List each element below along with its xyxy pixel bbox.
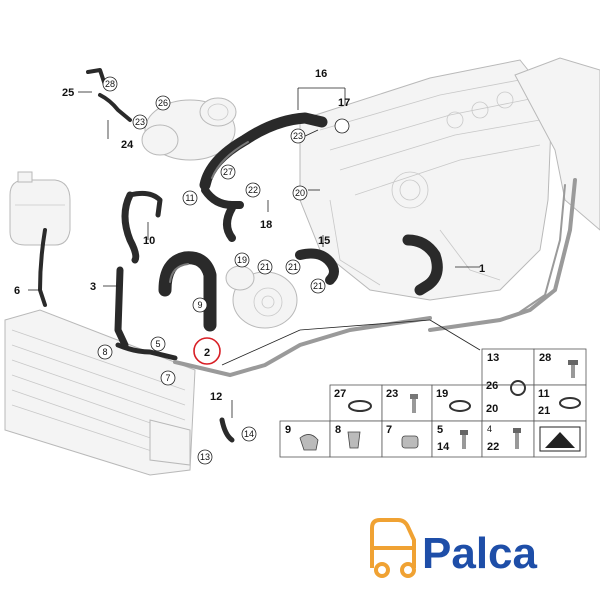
body-frame-right [428,57,600,332]
callout-23-turbo: 23 [135,117,145,127]
callout-13: 13 [200,452,210,462]
expansion-tank [9,171,71,246]
highlighted-part-2[interactable]: 2 [193,337,221,365]
callout-8: 8 [102,347,107,357]
spring-clamp-icon [559,397,581,409]
callout-28: 28 [105,79,115,89]
highlighted-part-label: 2 [204,347,210,359]
legend-7: 7 [386,424,392,436]
radiator [4,309,196,476]
callout-14: 14 [244,429,254,439]
callout-19: 19 [237,255,247,265]
legend-9: 9 [285,424,291,436]
callout-26: 26 [158,98,168,108]
callout-5: 5 [155,339,160,349]
callout-27: 27 [223,167,233,177]
legend-5: 5 [437,424,443,436]
engine-block [299,59,553,301]
callout-9: 9 [197,300,202,310]
water-pump [225,265,298,329]
legend-22: 22 [487,441,499,453]
legend-26: 26 [486,380,498,392]
plug-icon [347,431,361,449]
part-label-24: 24 [121,139,134,151]
screw-icon [568,360,578,378]
part-label-10: 10 [143,235,155,247]
part-label-15: 15 [318,235,330,247]
legend-11: 11 [538,388,550,400]
callout-22: 22 [248,185,258,195]
clip-icon [299,434,319,451]
palca-logo: Palca [370,518,538,578]
legend-28: 28 [539,352,551,364]
legend-23: 23 [386,388,398,400]
seal-ring-icon [510,380,526,396]
hose-clamp-icon [348,400,372,412]
tow-truck-icon [370,518,416,578]
turbocharger [141,97,237,161]
arrow-box-icon [539,426,581,452]
hoses [38,68,443,443]
part-label-18: 18 [260,219,272,231]
bolt-icon [410,394,418,413]
legend-8: 8 [335,424,341,436]
callout-21-a: 21 [260,262,270,272]
part-label-6: 6 [14,285,20,297]
legend-21: 21 [538,405,550,417]
callout-23: 23 [293,131,303,141]
part-label-3: 3 [90,281,96,293]
part-label-25: 25 [62,87,74,99]
part-label-1: 1 [479,263,485,275]
part-label-16: 16 [315,68,327,80]
legend-20: 20 [486,403,498,415]
legend-13: 13 [487,352,499,364]
callout-11: 11 [185,193,194,203]
legend-grid: 13 28 26 20 11 21 27 23 19 9 8 7 5 14 4 … [279,348,587,458]
callout-20: 20 [295,188,305,198]
legend-4: 4 [487,424,492,434]
logo-text: Palca [422,529,538,578]
part-label-12: 12 [210,391,222,403]
legend-19: 19 [436,388,448,400]
cap-icon [401,435,419,449]
part-label-17: 17 [338,97,350,109]
callout-21-c: 21 [313,281,323,291]
callout-7: 7 [165,373,170,383]
callout-21-b: 21 [288,262,298,272]
clamp-icon [449,400,471,412]
callout-circles: 28 26 23 23 27 11 22 20 19 21 21 21 9 8 … [97,76,350,465]
stud-icon [513,428,521,449]
leader-lines [28,87,481,418]
bolt-small-icon [460,430,468,449]
legend-27: 27 [334,388,346,400]
legend-14: 14 [437,441,450,453]
